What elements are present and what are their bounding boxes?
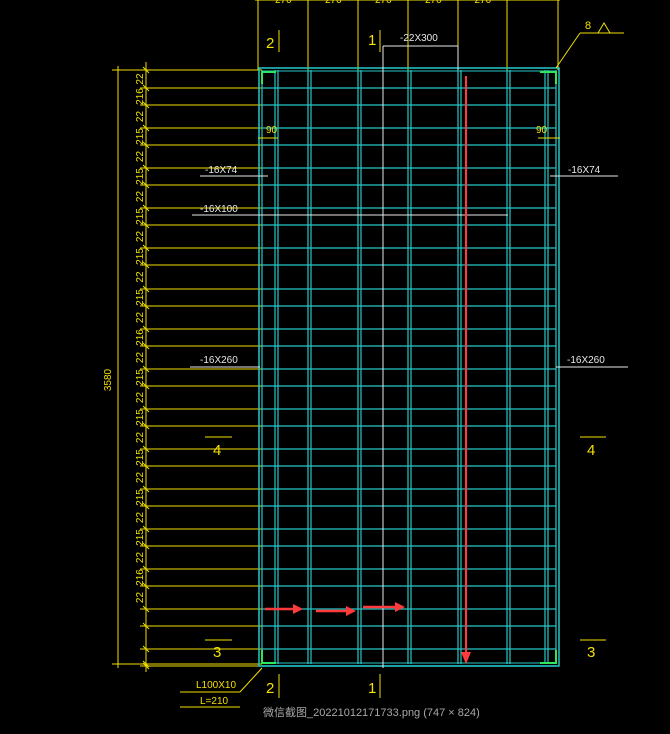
side-dim-label: 215 — [135, 449, 146, 466]
dimension-layer: 22 216 22 215 22 215 22 215 22 215 22 215 22 216 22 215… — [112, 0, 560, 672]
corner-angle-bottom-right — [540, 650, 557, 664]
overall-dimension: 3580 — [103, 368, 114, 391]
angle-length: L=210 — [200, 696, 229, 707]
corner-dim-left: 90 — [266, 125, 278, 136]
corner-dim-right: 90 — [536, 125, 548, 136]
angle-label: L100X10 — [196, 680, 236, 691]
section-mark-low-right: 3 — [587, 644, 595, 661]
side-dim-label: 22 — [135, 312, 146, 324]
section-mark-top-mid: 1 — [368, 32, 376, 49]
plate-middle-label: -16X100 — [200, 204, 238, 215]
side-dim-label: 215 — [135, 489, 146, 506]
corner-angle-top-left — [261, 71, 276, 84]
side-dim-label: 215 — [135, 248, 146, 265]
side-dim-label: 22 — [135, 231, 146, 243]
side-dim-label: 216 — [135, 569, 146, 586]
side-dim-label: 22 — [135, 271, 146, 283]
side-dim-label: 22 — [135, 432, 146, 444]
section-mark-top-left: 2 — [266, 35, 274, 52]
side-dim-label: 215 — [135, 369, 146, 386]
section-mark-bottom-left: 2 — [266, 680, 274, 697]
image-caption: 微信截图_20221012171733.png (747 × 824) — [263, 705, 480, 719]
side-dim-label: 216 — [135, 329, 146, 346]
side-dim-label: 22 — [135, 73, 146, 85]
angle-callout — [180, 667, 263, 708]
plate-right-upper-label: -16X74 — [568, 165, 601, 176]
flow-arrows — [265, 76, 471, 664]
side-dim-label: 216 — [135, 88, 146, 105]
section-marks: 2 1 2 1 4 4 3 3 — [205, 30, 606, 698]
side-dim-label: 22 — [135, 191, 146, 203]
plate-right-mid-label: -16X260 — [567, 355, 605, 366]
plate-left-mid-label: -16X260 — [200, 355, 238, 366]
plate-left-upper-label: -16X74 — [205, 165, 238, 176]
side-dim-label: 22 — [135, 392, 146, 404]
steel-grid — [258, 67, 560, 667]
top-dim-label: 270 — [325, 0, 342, 6]
section-mark-bottom-mid: 1 — [368, 680, 376, 697]
arrow-head — [346, 606, 356, 616]
section-mark-low-left: 3 — [213, 644, 221, 661]
plate-top-label: -22X300 — [400, 33, 438, 44]
top-dim-label: 270 — [375, 0, 392, 6]
corner-angle-top-right — [540, 71, 557, 84]
arrow-head — [293, 604, 303, 614]
side-dim-label: 22 — [135, 592, 146, 604]
side-dim-label: 215 — [135, 409, 146, 426]
side-dim-label: 215 — [135, 289, 146, 306]
section-mark-mid-left: 4 — [213, 442, 221, 459]
side-dim-label: 22 — [135, 472, 146, 484]
top-dim-label: 270 — [275, 0, 292, 6]
plate-top-callout — [382, 45, 459, 70]
side-dim-label: 22 — [135, 151, 146, 163]
side-dim-label: 215 — [135, 168, 146, 185]
side-dim-label: 215 — [135, 128, 146, 145]
corner-angles — [261, 71, 557, 664]
weld-size: 8 — [585, 20, 591, 32]
top-dim-label: 270 — [425, 0, 442, 6]
arrow-head — [395, 602, 405, 612]
side-dim-label: 22 — [135, 512, 146, 524]
arrow-head-down — [461, 652, 471, 664]
weld-symbol — [555, 22, 624, 69]
corner-angle-bottom-left — [261, 650, 276, 664]
side-dim-label: 215 — [135, 529, 146, 546]
section-mark-mid-right: 4 — [587, 442, 595, 459]
side-dim-label: 22 — [135, 352, 146, 364]
top-dim-label: 270 — [475, 0, 492, 6]
side-dim-label: 215 — [135, 208, 146, 225]
side-dim-label: 22 — [135, 111, 146, 123]
side-dim-label: 22 — [135, 552, 146, 564]
